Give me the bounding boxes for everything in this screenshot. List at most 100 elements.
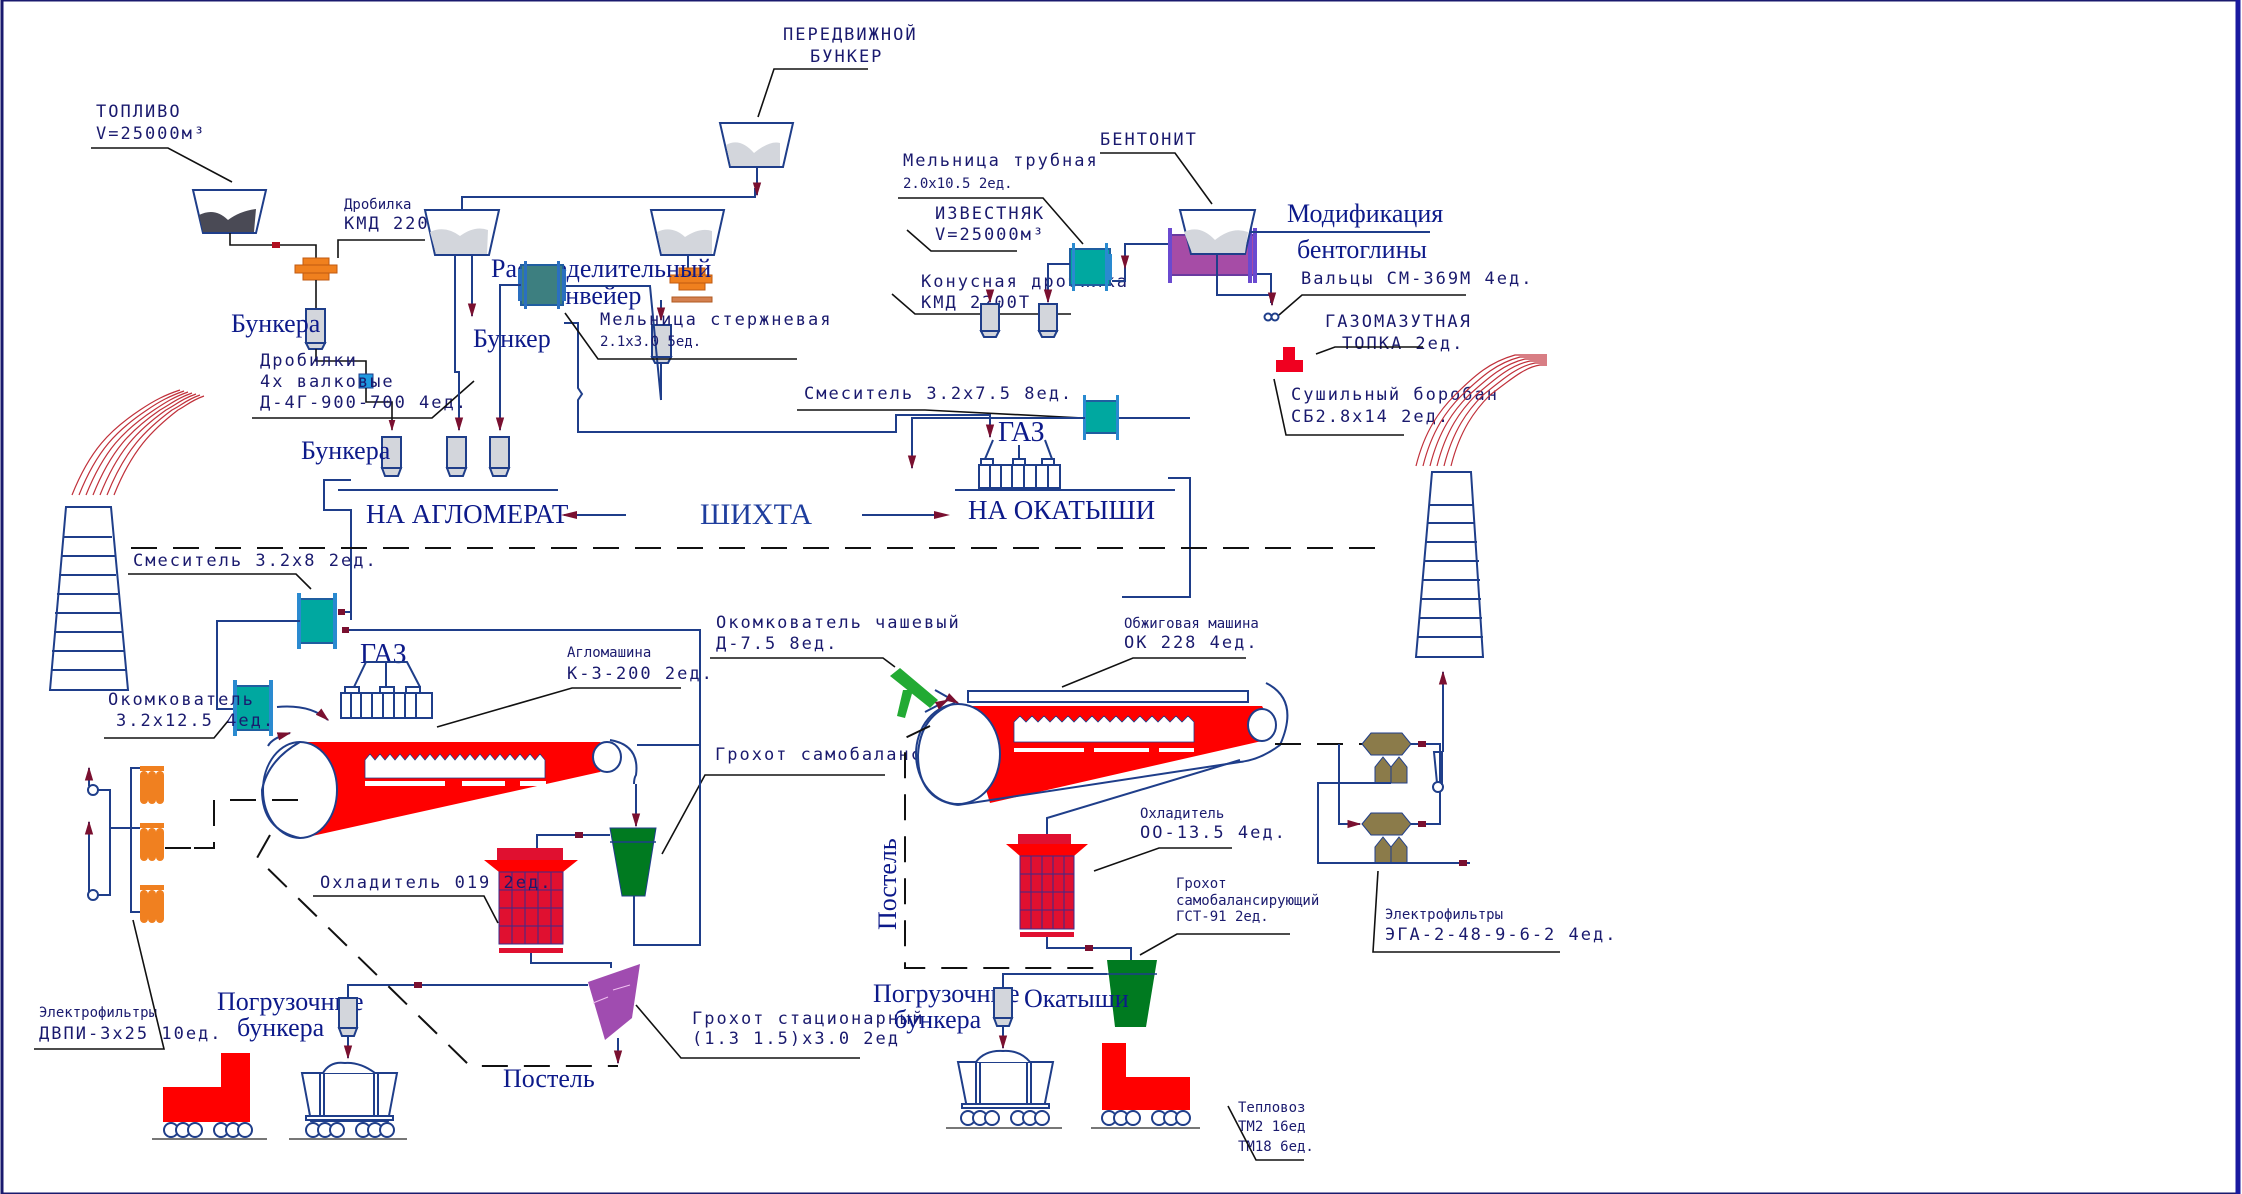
label-line: Охладитель <box>1140 806 1224 822</box>
crusher-icon <box>294 257 338 281</box>
label-line: 3.2x12.5 4ед. <box>116 711 275 731</box>
label-line: БЕНТОНИТ <box>1100 130 1198 150</box>
label-line: Смеситель 3.2x8 2ед. <box>133 551 378 571</box>
label-line: Обжиговая машина <box>1124 616 1259 632</box>
heading-bunkera-mid: Бункера <box>301 436 391 465</box>
mixer-left-label: Смеситель 3.2x8 2ед. <box>128 551 378 590</box>
label-line: БУНКЕР <box>810 47 883 67</box>
label-line: ТОПЛИВО <box>96 102 182 122</box>
label-line: СБ2.8x14 2ед. <box>1291 407 1450 427</box>
label-line: КМД 2200Т <box>344 214 454 234</box>
label-line: Агломашина <box>567 645 651 661</box>
label-line: Грохот <box>1176 876 1227 892</box>
locomotive-label: Тепловоз ТМ2 16ед ТМ18 6ед. <box>1227 1100 1314 1161</box>
gas-hood-left-icon <box>340 661 433 719</box>
screen-green-left-icon <box>609 827 657 897</box>
heading-bunkera-top: Бункера <box>231 309 321 338</box>
label-line: ДВПИ-3x25 10ед. <box>39 1024 223 1044</box>
bin-icon <box>337 997 359 1037</box>
label-line: ГСТ-91 2ед. <box>1176 909 1269 925</box>
locomotive-left-icon <box>152 1053 267 1140</box>
label-line: ТОПКА 2ед. <box>1342 334 1464 354</box>
label-line: (1.3 1.5)x3.0 2ед <box>692 1029 900 1049</box>
electrofilter-right-icon <box>1361 732 1412 864</box>
label-line: 2.1x3.0 5ед. <box>600 334 701 350</box>
bin-icon <box>304 308 327 350</box>
label-line: ПЕРЕДВИЖНОЙ <box>783 23 918 45</box>
label-line: Окомкователь чашевый <box>716 613 961 633</box>
label-line: ТМ18 6ед. <box>1238 1139 1314 1155</box>
electrofilter-left-label: Электрофильтры ДВПИ-3x25 10ед. <box>34 919 223 1050</box>
rod-mill-label: Мельница стержневая 2.1x3.0 5ед. <box>564 310 832 360</box>
smoke-left-icon <box>71 389 205 496</box>
roll-crushers-label: Дробилки 4х валковые Д-4Г-900-700 4ед. <box>252 351 475 419</box>
cooler-left-icon <box>484 848 578 953</box>
crusher-kmd-label: Дробилка КМД 2200Т <box>337 197 454 258</box>
label-line: V=25000м³ <box>935 225 1045 245</box>
label-line: Смеситель 3.2x7.5 8ед. <box>804 384 1073 404</box>
label-line: Д-4Г-900-700 4ед. <box>260 393 468 413</box>
screen-stationary-label: Грохот стационарный (1.3 1.5)x3.0 2ед <box>635 1004 924 1059</box>
rail-wagon-right-icon <box>946 1049 1062 1129</box>
label-line: ОО-13.5 4ед. <box>1140 823 1287 843</box>
limestone-hopper <box>649 209 726 256</box>
label-line: ИЗВЕСТНЯК <box>935 204 1045 224</box>
label-line: самобалансирующий <box>1176 893 1319 909</box>
sinter-machine-label: Агломашина К-3-200 2ед. <box>436 645 714 728</box>
cooler-019-label: Охладитель 019 2ед. <box>313 873 550 924</box>
label-line: V=25000м³ <box>96 124 206 144</box>
furnace-icon <box>1276 347 1303 372</box>
rollers-icon <box>1263 312 1280 322</box>
label-line: Сушильный боробан <box>1291 385 1499 405</box>
label-line: Д-7.5 8ед. <box>716 634 838 654</box>
electrofilter-right-label: Электрофильтры ЭГА-2-48-9-6-2 4ед. <box>1372 870 1615 953</box>
heading-shikhta: ШИХТА <box>700 498 812 531</box>
label-line: Грохот стационарный <box>692 1009 924 1029</box>
label-line: Вальцы СМ-369М 4ед. <box>1301 269 1533 289</box>
label-line: Дробилки <box>260 351 358 371</box>
chimney-right-icon <box>1414 471 1485 658</box>
bin-icon <box>992 987 1014 1027</box>
label-line: Дробилка <box>344 197 411 213</box>
mixer-left-icon <box>297 593 337 649</box>
fuel-hopper <box>191 189 268 234</box>
heading-pogruz-right-2: бункера <box>894 1005 982 1034</box>
mixer-right-label: Смеситель 3.2x7.5 8ед. <box>797 384 1084 419</box>
heading-modif-1: Модификация <box>1287 199 1443 228</box>
screen-left-label: Грохот самобалансный <box>661 745 960 855</box>
induration-machine-icon <box>915 682 1289 806</box>
tube-mill-label: Мельница трубная 2.0x10.5 2ед. <box>898 151 1099 245</box>
mobile-hopper-label: ПЕРЕДВИЖНОЙ БУНКЕР <box>757 23 918 118</box>
tube-mill-icon <box>1069 243 1112 291</box>
furnace-label: ГАЗОМАЗУТНАЯ ТОПКА 2ед. <box>1315 312 1472 355</box>
locomotive-right-icon <box>1091 1043 1200 1129</box>
label-line: Мельница стержневая <box>600 310 832 330</box>
heading-gaz-right: ГАЗ <box>998 417 1045 448</box>
label-line: ГАЗОМАЗУТНАЯ <box>1325 312 1472 332</box>
label-line: Грохот самобалансный <box>715 745 960 765</box>
heading-okatyshi: Окатыши <box>1024 984 1129 1013</box>
gas-hood-right-icon <box>978 439 1061 489</box>
dryer-drum-label: Сушильный боробан СБ2.8x14 2ед. <box>1273 378 1499 436</box>
induration-machine-label: Обжиговая машина ОК 228 4ед. <box>1061 616 1259 688</box>
label-line: Тепловоз <box>1238 1100 1305 1116</box>
postel-dashed-line <box>255 834 618 1067</box>
cooler-right-icon <box>1006 834 1088 937</box>
label-line: К-3-200 2ед. <box>567 664 714 684</box>
rod-mill-icon <box>518 261 566 309</box>
flow-arrow-icon <box>272 242 280 248</box>
label-line: Окомкователь <box>108 690 255 710</box>
label-line: Мельница трубная <box>903 151 1099 171</box>
label-line: ОК 228 4ед. <box>1124 633 1259 653</box>
heading-modif-2: бентоглины <box>1297 235 1427 264</box>
heading-na-aglomerat: НА АГЛОМЕРАТ <box>366 499 569 529</box>
balling-drum-left-icon <box>233 680 273 736</box>
electrofilter-left-icon <box>140 766 164 923</box>
postel-dashed-right <box>904 725 1132 969</box>
fan-right-icon <box>1432 751 1444 793</box>
heading-na-okatyshi: НА ОКАТЫШИ <box>968 495 1155 525</box>
label-line: 4х валковые <box>260 372 395 392</box>
return-line <box>345 629 701 746</box>
rail-wagon-left-icon <box>289 1061 407 1140</box>
